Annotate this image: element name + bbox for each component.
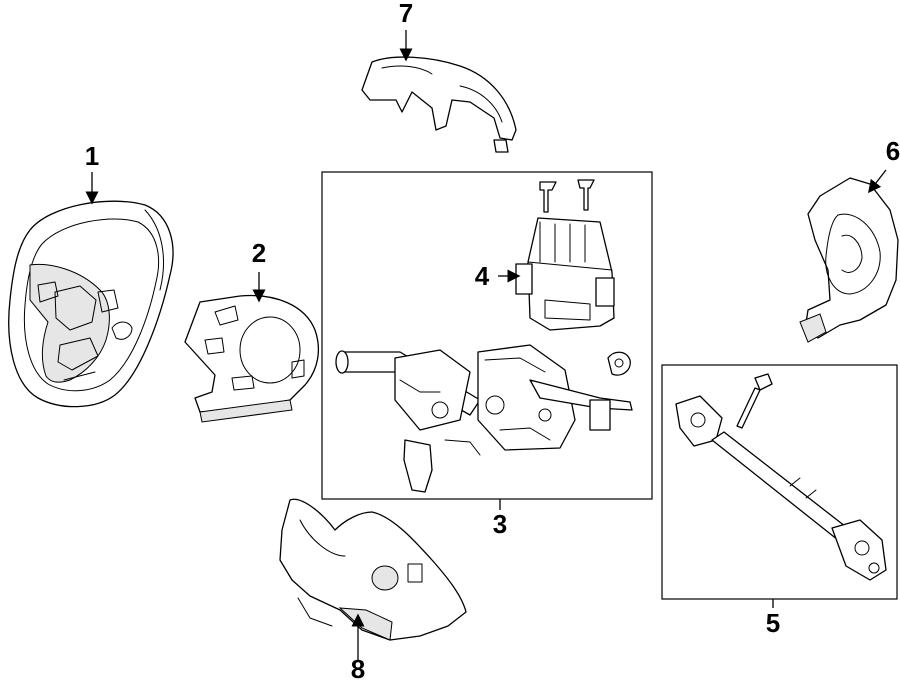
- column-switch-assembly[interactable]: [515, 179, 615, 331]
- upper-column-cover[interactable]: [361, 56, 517, 153]
- callout-6-label: 6: [886, 136, 900, 166]
- steering-column[interactable]: [335, 344, 633, 493]
- callout-7-label: 7: [399, 0, 413, 28]
- lower-column-cover[interactable]: [279, 498, 467, 641]
- steering-wheel-trim-cover[interactable]: [184, 294, 319, 423]
- intermediate-shaft-box: [661, 364, 898, 600]
- column-cover-bracket[interactable]: [799, 177, 899, 343]
- steering-column-assembly-box: [321, 171, 653, 500]
- callout-1-label: 1: [85, 141, 99, 171]
- callout-6-leader: [868, 169, 887, 194]
- callout-8-label: 8: [351, 654, 365, 680]
- callout-2-label: 2: [252, 238, 266, 268]
- callout-5-label: 5: [766, 608, 780, 638]
- callout-4-label: 4: [475, 261, 490, 291]
- callout-3-label: 3: [493, 509, 507, 539]
- steering-wheel[interactable]: [8, 200, 174, 408]
- intermediate-shaft[interactable]: [675, 373, 887, 581]
